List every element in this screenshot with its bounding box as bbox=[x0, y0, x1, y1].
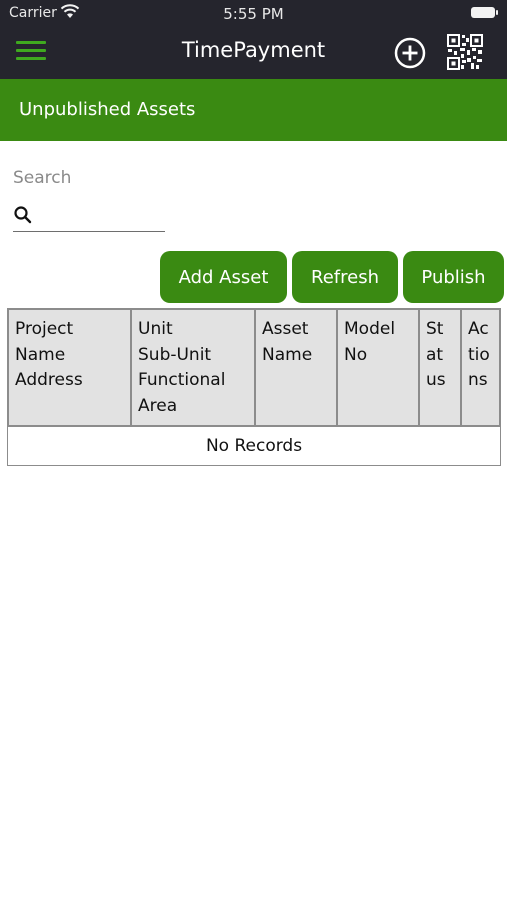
column-header-status[interactable]: St at us bbox=[419, 309, 461, 426]
column-header-actions[interactable]: Ac tio ns bbox=[461, 309, 500, 426]
assets-table: Project Name Address Unit Sub-Unit Funct… bbox=[7, 308, 501, 466]
column-header-project[interactable]: Project Name Address bbox=[8, 309, 131, 426]
add-circle-icon[interactable] bbox=[394, 37, 426, 69]
empty-state-row: No Records bbox=[8, 426, 500, 465]
column-header-model-no[interactable]: Model No bbox=[337, 309, 419, 426]
column-header-unit[interactable]: Unit Sub-Unit Functional Area bbox=[131, 309, 255, 426]
hamburger-menu-icon[interactable] bbox=[16, 41, 46, 63]
top-bar: Carrier 5:55 PM TimePayment bbox=[0, 0, 507, 79]
search-icon bbox=[14, 206, 32, 224]
app-title: TimePayment bbox=[181, 38, 326, 62]
refresh-button[interactable]: Refresh bbox=[292, 251, 398, 303]
page-title: Unpublished Assets bbox=[19, 99, 196, 120]
table-header-row: Project Name Address Unit Sub-Unit Funct… bbox=[8, 309, 500, 426]
search-input[interactable] bbox=[39, 201, 163, 227]
carrier-label: Carrier bbox=[9, 5, 57, 21]
column-header-asset-name[interactable]: Asset Name bbox=[255, 309, 337, 426]
status-time: 5:55 PM bbox=[223, 5, 284, 23]
status-bar: Carrier 5:55 PM bbox=[0, 0, 507, 26]
publish-button[interactable]: Publish bbox=[403, 251, 504, 303]
add-asset-button[interactable]: Add Asset bbox=[160, 251, 287, 303]
qr-code-icon[interactable] bbox=[446, 33, 484, 71]
search-label: Search bbox=[13, 168, 72, 188]
page-header: Unpublished Assets bbox=[0, 79, 507, 141]
wifi-icon bbox=[60, 4, 80, 18]
battery-icon bbox=[471, 7, 498, 18]
search-field[interactable] bbox=[13, 199, 165, 232]
